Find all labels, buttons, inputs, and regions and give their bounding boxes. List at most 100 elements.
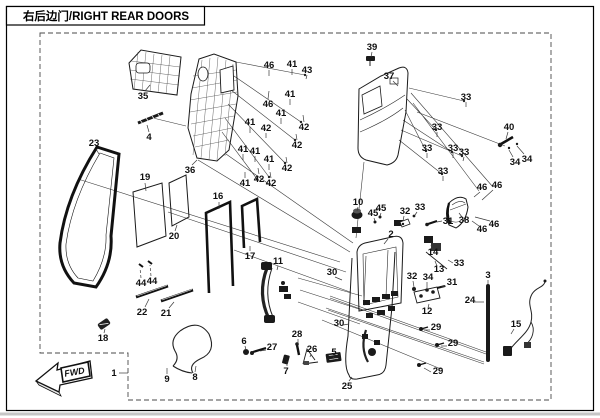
part-label-33: 33 [432,122,443,133]
part-label-32: 32 [407,271,418,282]
part-label-41: 41 [276,108,287,119]
part-label-27: 27 [267,342,278,353]
part-label-7: 7 [283,366,288,377]
leader-line [259,349,267,352]
leader-line [269,171,272,179]
leader-line [434,260,438,267]
title-box [5,5,206,26]
part-3-strip [486,284,490,362]
part-label-11: 11 [273,256,284,267]
leader-line [144,298,150,308]
part-label-22: 22 [137,307,148,318]
part-label-13: 13 [434,264,445,275]
part-label-32: 32 [400,206,411,217]
part-label-20: 20 [169,231,180,242]
part-label-5: 5 [331,347,337,358]
part-15-harness [503,279,547,356]
part-label-46: 46 [477,182,488,193]
part-label-33: 33 [422,143,433,154]
part-14-lock [424,236,448,270]
part-label-9: 9 [164,374,169,385]
leader-line [392,80,399,87]
part-36-door-trim-panel [187,53,239,162]
part-label-10: 10 [353,197,364,208]
part-label-24: 24 [465,295,476,306]
part-label-8: 8 [192,372,197,383]
part-label-39: 39 [367,42,378,53]
part-label-42: 42 [299,122,310,133]
leader-line [473,191,481,198]
part-label-46: 46 [263,99,274,110]
part-label-37: 37 [384,71,395,82]
part-label-33: 33 [415,202,426,213]
leader-line [144,84,151,92]
leader-line [257,167,260,175]
leader-line [267,90,270,100]
part-label-29: 29 [433,366,444,377]
part-45-clip [378,215,382,219]
leader-line [414,211,418,216]
part-38-bracket [446,196,469,229]
leader-line [244,345,247,351]
fwd-label: FWD [64,365,86,378]
part-17-run-channel [240,197,262,249]
leader-line [379,212,382,217]
fastener-dots [255,73,466,181]
part-label-1: 1 [111,368,117,379]
part-37-upper-trim [357,66,409,166]
leader-line [430,244,433,250]
part-label-34: 34 [423,272,434,283]
part-label-28: 28 [292,329,303,340]
part-label-42: 42 [261,123,272,134]
part-19-glass [132,182,167,248]
part-label-46: 46 [477,224,488,235]
part-label-25: 25 [342,381,353,392]
leader-line [402,215,405,222]
door-belt-hardware [362,291,398,363]
part-label-19: 19 [140,172,151,183]
part-label-41: 41 [264,154,275,165]
projection-lines [77,61,506,370]
part-21-strip [160,288,194,303]
part-label-34: 34 [510,157,521,168]
part-label-46: 46 [264,60,275,71]
part-label-23: 23 [89,138,100,149]
leader-line [103,328,106,334]
part-7-clip [282,354,290,365]
part-label-41: 41 [287,59,298,70]
part-40-bolt [497,135,519,150]
leader-line [285,156,288,164]
part-label-31: 31 [447,277,458,288]
part-6-27-screws [243,346,267,355]
leader-line [332,356,335,360]
leader-line [505,131,509,140]
part-29-screws [417,326,445,367]
part-label-42: 42 [282,163,293,174]
leader-line [146,124,150,133]
part-label-36: 36 [185,165,196,176]
part-label-45: 45 [376,203,387,214]
part-13-rod [425,251,448,270]
part-label-21: 21 [161,308,172,319]
part-label-41: 41 [250,146,261,157]
part-label-29: 29 [431,322,442,333]
leader-line [144,182,147,192]
part-label-33: 33 [438,166,449,177]
part-label-41: 41 [245,117,256,128]
leader-line [95,148,100,155]
leader-line [348,376,353,382]
part-label-46: 46 [492,180,503,191]
part-label-33: 33 [454,258,465,269]
leader-line [174,224,178,232]
leader-line [168,301,175,309]
page-title: 右后边门/RIGHT REAR DOORS [22,9,189,23]
leader-line [508,149,514,158]
part-39-clip [366,56,375,66]
leader-line [276,265,279,271]
part-label-33: 33 [448,143,459,154]
part-26-bracket [302,347,319,365]
part-label-42: 42 [254,174,265,185]
leader-line [427,303,430,309]
part-22-strip [135,284,169,299]
part-label-44: 44 [147,276,158,287]
